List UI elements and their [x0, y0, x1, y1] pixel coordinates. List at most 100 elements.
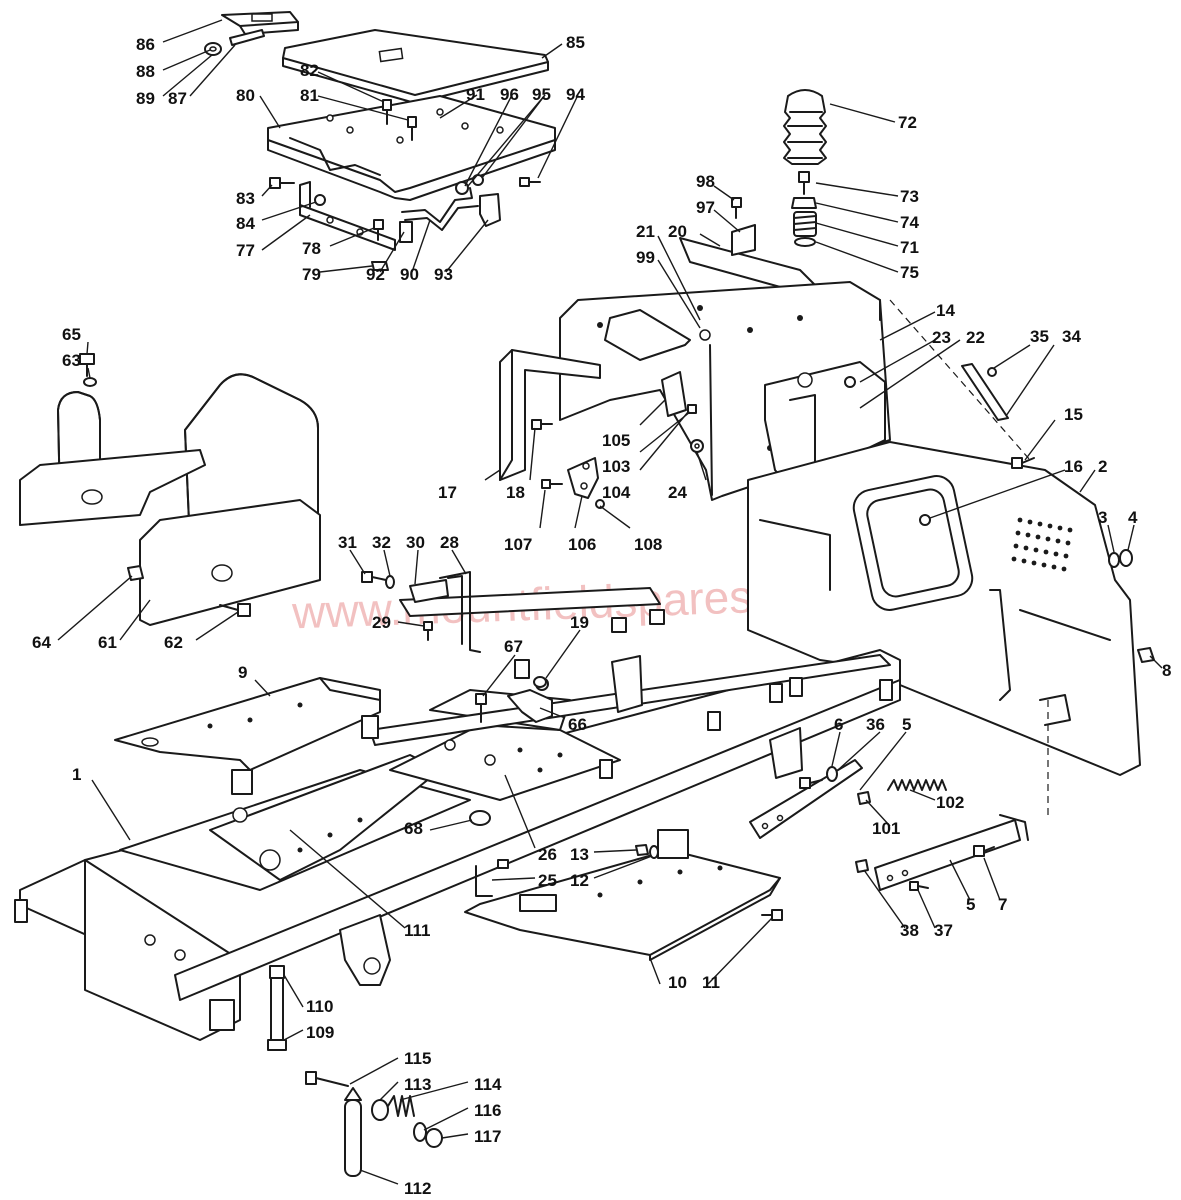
washer-88: [204, 42, 222, 56]
part-label-107: 107: [504, 535, 532, 554]
part-label-94: 94: [566, 85, 585, 104]
bolt-31: [361, 571, 387, 583]
bracket-25: [475, 865, 493, 897]
part-label-73: 73: [900, 187, 919, 206]
part-label-95: 95: [532, 85, 551, 104]
bracket-34: [961, 363, 1009, 421]
bolt-98: [731, 197, 742, 219]
part-label-74: 74: [900, 213, 919, 232]
part-label-82: 82: [300, 61, 319, 80]
rear-panel-2: [747, 299, 1141, 820]
part-label-30: 30: [406, 533, 425, 552]
bolt-15: [1011, 457, 1035, 469]
bolt-62: [219, 603, 251, 617]
part-label-38: 38: [900, 921, 919, 940]
part-label-96: 96: [500, 85, 519, 104]
part-label-24: 24: [668, 483, 687, 502]
bolt-104: [687, 404, 697, 414]
part-label-115: 115: [404, 1049, 431, 1068]
bolt-16: [919, 514, 931, 526]
bolt-83: [269, 177, 295, 189]
part-label-110: 110: [306, 997, 333, 1016]
part-label-9: 9: [238, 663, 247, 682]
part-label-29: 29: [372, 613, 391, 632]
part-label-66: 66: [568, 715, 587, 734]
bolt-18: [531, 419, 553, 430]
screw-35: [987, 367, 997, 377]
part-label-89: 89: [136, 89, 155, 108]
bolt-7: [973, 845, 995, 857]
bolt-78: [373, 219, 384, 241]
part-label-111: 111: [404, 921, 431, 940]
part-label-61: 61: [98, 633, 117, 652]
part-label-105: 105: [602, 431, 630, 450]
part-label-62: 62: [164, 633, 183, 652]
link-arm-5-upper: [749, 759, 863, 839]
part-label-63: 63: [62, 351, 81, 370]
support-17-side: [769, 727, 803, 779]
part-label-99: 99: [636, 248, 655, 267]
spacer-113: [371, 1099, 389, 1121]
lever-plate-106: [567, 457, 599, 499]
part-label-2: 2: [1098, 457, 1107, 476]
part-label-36: 36: [866, 715, 885, 734]
part-label-35: 35: [1030, 327, 1049, 346]
part-label-116: 116: [474, 1101, 501, 1120]
part-label-6: 6: [834, 715, 843, 734]
bolt-82: [382, 99, 392, 125]
part-label-37: 37: [934, 921, 953, 940]
part-label-11: 11: [702, 973, 720, 992]
bolt-26: [497, 859, 509, 869]
part-label-4: 4: [1128, 508, 1138, 527]
bracket-30: [409, 579, 449, 603]
bush-68: [469, 810, 491, 826]
part-label-14: 14: [936, 301, 955, 320]
bolt-65: [79, 353, 95, 377]
part-label-92: 92: [366, 265, 385, 284]
bolt-11: [761, 909, 783, 921]
part-label-21: 21: [636, 222, 655, 241]
part-label-67: 67: [504, 637, 523, 656]
part-label-64: 64: [32, 633, 51, 652]
part-label-3: 3: [1098, 508, 1107, 527]
seat-support-frame-80: [267, 95, 556, 201]
part-label-104: 104: [602, 483, 631, 502]
bolt-110: [269, 965, 285, 979]
bolt-37: [909, 881, 929, 891]
bumper-bar-61: [19, 373, 321, 626]
bolt-73: [798, 171, 810, 195]
part-label-13: 13: [570, 845, 589, 864]
washer-116: [413, 1122, 427, 1142]
part-label-81: 81: [300, 86, 319, 105]
part-label-91: 91: [466, 85, 485, 104]
part-label-26: 26: [538, 845, 557, 864]
bolt-81: [407, 116, 417, 141]
seat-slide-rail-90: [401, 187, 479, 231]
seat-latch-93: [479, 193, 501, 227]
bolt-109: [267, 977, 287, 1051]
seat-hinge-bracket-86: [221, 11, 299, 35]
hitch-pin-112: [344, 1087, 362, 1177]
washer-32: [385, 575, 395, 589]
bolt-94: [519, 177, 541, 187]
seat-spring-boot-72: [783, 89, 827, 165]
nut-8: [1137, 647, 1155, 663]
part-label-68: 68: [404, 819, 423, 838]
washers-95-96: [455, 174, 484, 195]
part-label-22: 22: [966, 328, 985, 347]
hitch-bracket-111: [339, 914, 391, 986]
part-label-1: 1: [72, 765, 81, 784]
nut-117: [425, 1128, 443, 1148]
part-label-8: 8: [1162, 661, 1171, 680]
bolt-115: [305, 1071, 349, 1087]
nut-19: [533, 676, 547, 688]
part-label-83: 83: [236, 189, 255, 208]
part-label-114: 114: [474, 1075, 502, 1094]
part-label-5-lower: 5: [966, 895, 975, 914]
part-label-77: 77: [236, 241, 255, 260]
part-labels: 86 88 89 87 85 82 80 81 91 96 95 94 83 8…: [32, 33, 1171, 1198]
part-label-31: 31: [338, 533, 357, 552]
part-label-20: 20: [668, 222, 687, 241]
part-label-85: 85: [566, 33, 585, 52]
